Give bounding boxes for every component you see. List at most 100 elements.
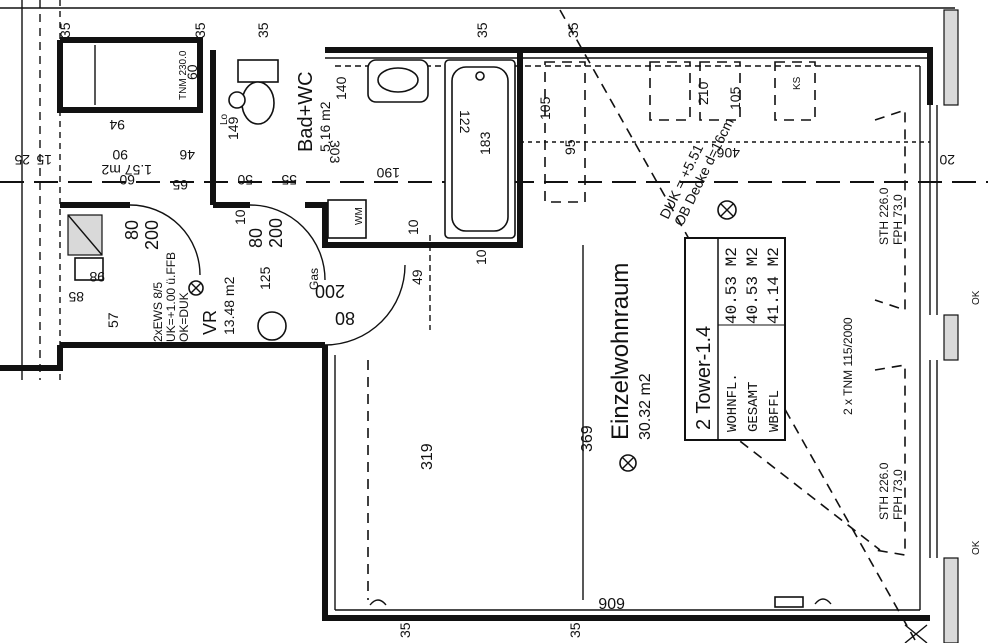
dim-140: 140 [333,76,349,100]
dim-65: 65 [172,177,188,193]
top-wall-living [520,47,933,105]
dim-183: 183 [477,131,493,155]
title-row-label-3: WBFFL [767,390,783,432]
light-symbol-living-2 [619,454,637,472]
radiator-symbol [774,596,804,608]
tnm-annotation: 2 x TNM 115/2000 [841,317,855,415]
dim-98: 98 [89,269,105,285]
dim-55: 55 [281,172,297,188]
room-name-living: Einzelwohnraum [607,263,634,440]
toilet-tank [237,59,279,83]
window-reveal-bottom [874,364,906,556]
light-symbol-living [717,200,737,220]
bathtub-drain [475,71,485,81]
dim-149: 149 [225,116,241,140]
meter-box [74,257,104,281]
dim-10-c: 10 [232,209,248,225]
washing-machine [327,199,367,239]
kitchen-cabinet-4 [774,61,816,121]
dim-50: 50 [237,172,253,188]
dim-406: 406 [716,145,740,161]
title-row-value-2: 40.53 M2 [744,247,762,324]
room-name-hall: VR [200,310,220,335]
ews-annotation: 2xEWS 8/5 [151,282,165,342]
dim-80-b: 80 [122,220,142,240]
kitchen-cabinet-3 [699,61,741,121]
fph-bottom: FPH 73.0 [891,469,905,520]
dim-60-a: 60 [184,64,200,80]
dim-319: 319 [419,443,436,470]
dim-190: 190 [376,165,400,181]
hall-bottom-left-wall [0,345,63,371]
dim-20: 20 [939,152,955,168]
dim-35-g: 35 [567,622,583,638]
title-block-title: 2 Tower-1.4 [693,326,715,430]
sth-top: STH 226.0 [877,187,891,245]
hall-light-fixture [257,311,287,341]
dim-35-e: 35 [565,22,581,38]
wm-label: WM [354,207,365,225]
title-block: 2 Tower-1.4 WOHNFL. 40.53 M2 GESAMT 40.5… [684,237,786,441]
dim-49: 49 [409,269,425,285]
dim-35-a: 35 [57,22,73,38]
storage-wall [57,37,203,113]
dim-95: 95 [562,139,578,155]
gas-label: Gas [307,268,321,290]
dim-125: 125 [257,266,273,290]
dim-90: 90 [112,147,128,163]
dim-369: 369 [579,425,596,452]
ok-edge-bottom: OK [971,540,982,555]
dim-94: 94 [109,117,125,133]
right-wall-segment-middle [943,314,959,361]
dim-57: 57 [105,312,121,328]
dim-200-b: 200 [266,218,286,248]
ok-edge-top: OK [971,290,982,305]
dim-122: 122 [457,110,473,134]
title-row-value-1: 40.53 M2 [723,247,741,324]
sth-bottom: STH 226.0 [877,462,891,520]
kitchen-cabinet-1 [544,61,586,203]
corner-cross [904,624,928,643]
room-area-bath: 5.16 m2 [317,101,333,152]
dim-80-c: 80 [335,308,355,328]
living-door-swing [324,264,406,346]
title-row-label-1: WOHNFL. [725,373,741,432]
toilet-bowl [241,81,275,125]
dim-105-b: 105 [727,86,743,110]
title-row-value-3: 41.14 M2 [765,247,783,324]
socket-symbol [814,598,832,605]
uk-annotation: UK=+1.00 ü.FFB [164,252,178,342]
dim-303: 303 [327,140,343,164]
dim-1-57: 1.57 m2 [101,162,152,178]
dim-25: 25 [14,152,30,168]
room-name-bath: Bad+WC [295,71,317,152]
bathtub-inner [451,66,509,232]
hall-door-swing [129,204,201,276]
room-area-living: 30.32 m2 [637,373,654,440]
living-wall-bottom [322,345,930,621]
light-symbol-hall [188,280,204,296]
dim-60-b: 60 [119,172,135,188]
right-wall-segment-bottom [943,557,959,643]
shaft-diagonal [67,214,103,256]
dim-35-d: 35 [474,22,490,38]
tnm-small-annotation: TNM 230.0 [178,50,189,100]
dim-15: 15 [36,152,52,168]
dim-35-c: 35 [255,22,271,38]
dim-80-a: 80 [246,228,266,248]
dim-105-a: 105 [537,96,553,120]
dim-210: 210 [695,81,711,105]
bath-wall [305,50,523,248]
socket-symbol-2 [369,599,387,606]
dim-10-b: 10 [473,249,489,265]
fph-top: FPH 73.0 [891,194,905,245]
ok-annotation: OK=DUK [177,292,191,342]
dim-46: 46 [179,147,195,163]
dim-85: 85 [68,289,84,305]
fan-symbol [228,91,246,109]
kitchen-cabinet-2 [649,61,691,121]
title-row-label-2: GESAMT [746,382,762,432]
right-wall-segment-top [943,9,959,106]
window-reveal-top [874,108,906,312]
dim-200-a: 200 [142,220,162,250]
